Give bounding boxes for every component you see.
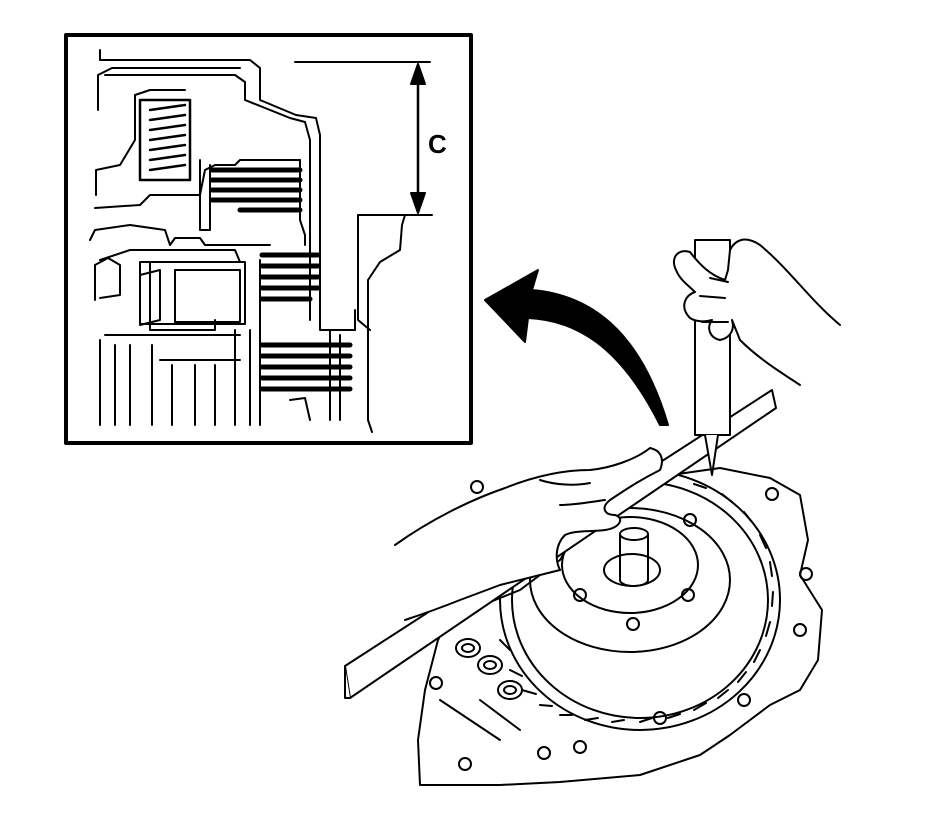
left-hand-fingers	[539, 479, 606, 506]
bolt-holes	[429, 480, 813, 771]
clutch-hub	[199, 159, 306, 246]
inset-frame	[64, 33, 473, 445]
input-shaft	[619, 527, 649, 587]
lower-housing	[99, 259, 356, 426]
lower-clutch-pack	[259, 342, 353, 392]
dimension-label: C	[428, 129, 447, 159]
right-hand-knuckles	[699, 277, 729, 323]
case-bosses	[439, 638, 523, 741]
case-wall	[357, 214, 406, 433]
middle-clutch-pack	[259, 252, 321, 302]
cross-section-inset: C	[64, 33, 473, 445]
upper-clutch-pack	[209, 167, 303, 213]
callout-arrow	[484, 269, 669, 426]
left-hand	[394, 447, 663, 621]
right-hand	[672, 238, 841, 386]
return-spring	[138, 98, 192, 182]
housing-outline	[94, 49, 356, 331]
piston-assembly	[89, 224, 271, 331]
dimension-c	[294, 61, 433, 216]
